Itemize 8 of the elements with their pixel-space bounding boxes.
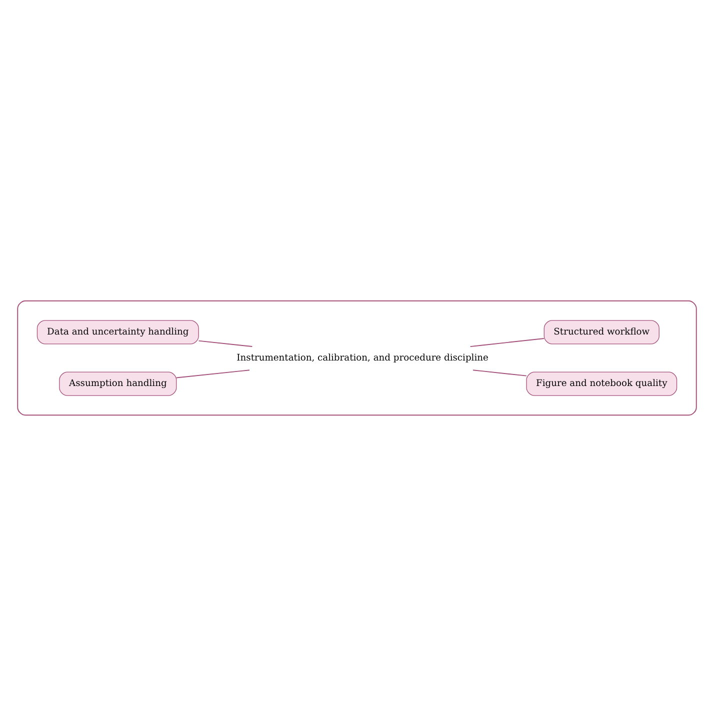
connector (472, 369, 527, 376)
connector (470, 337, 544, 347)
node-box: Figure and notebook quality (526, 371, 678, 396)
connector (176, 369, 250, 378)
node-box: Data and uncertainty handling (36, 320, 199, 344)
node-box: Assumption handling (59, 371, 177, 396)
node-box: Structured workflow (544, 320, 660, 344)
connector (198, 340, 253, 347)
